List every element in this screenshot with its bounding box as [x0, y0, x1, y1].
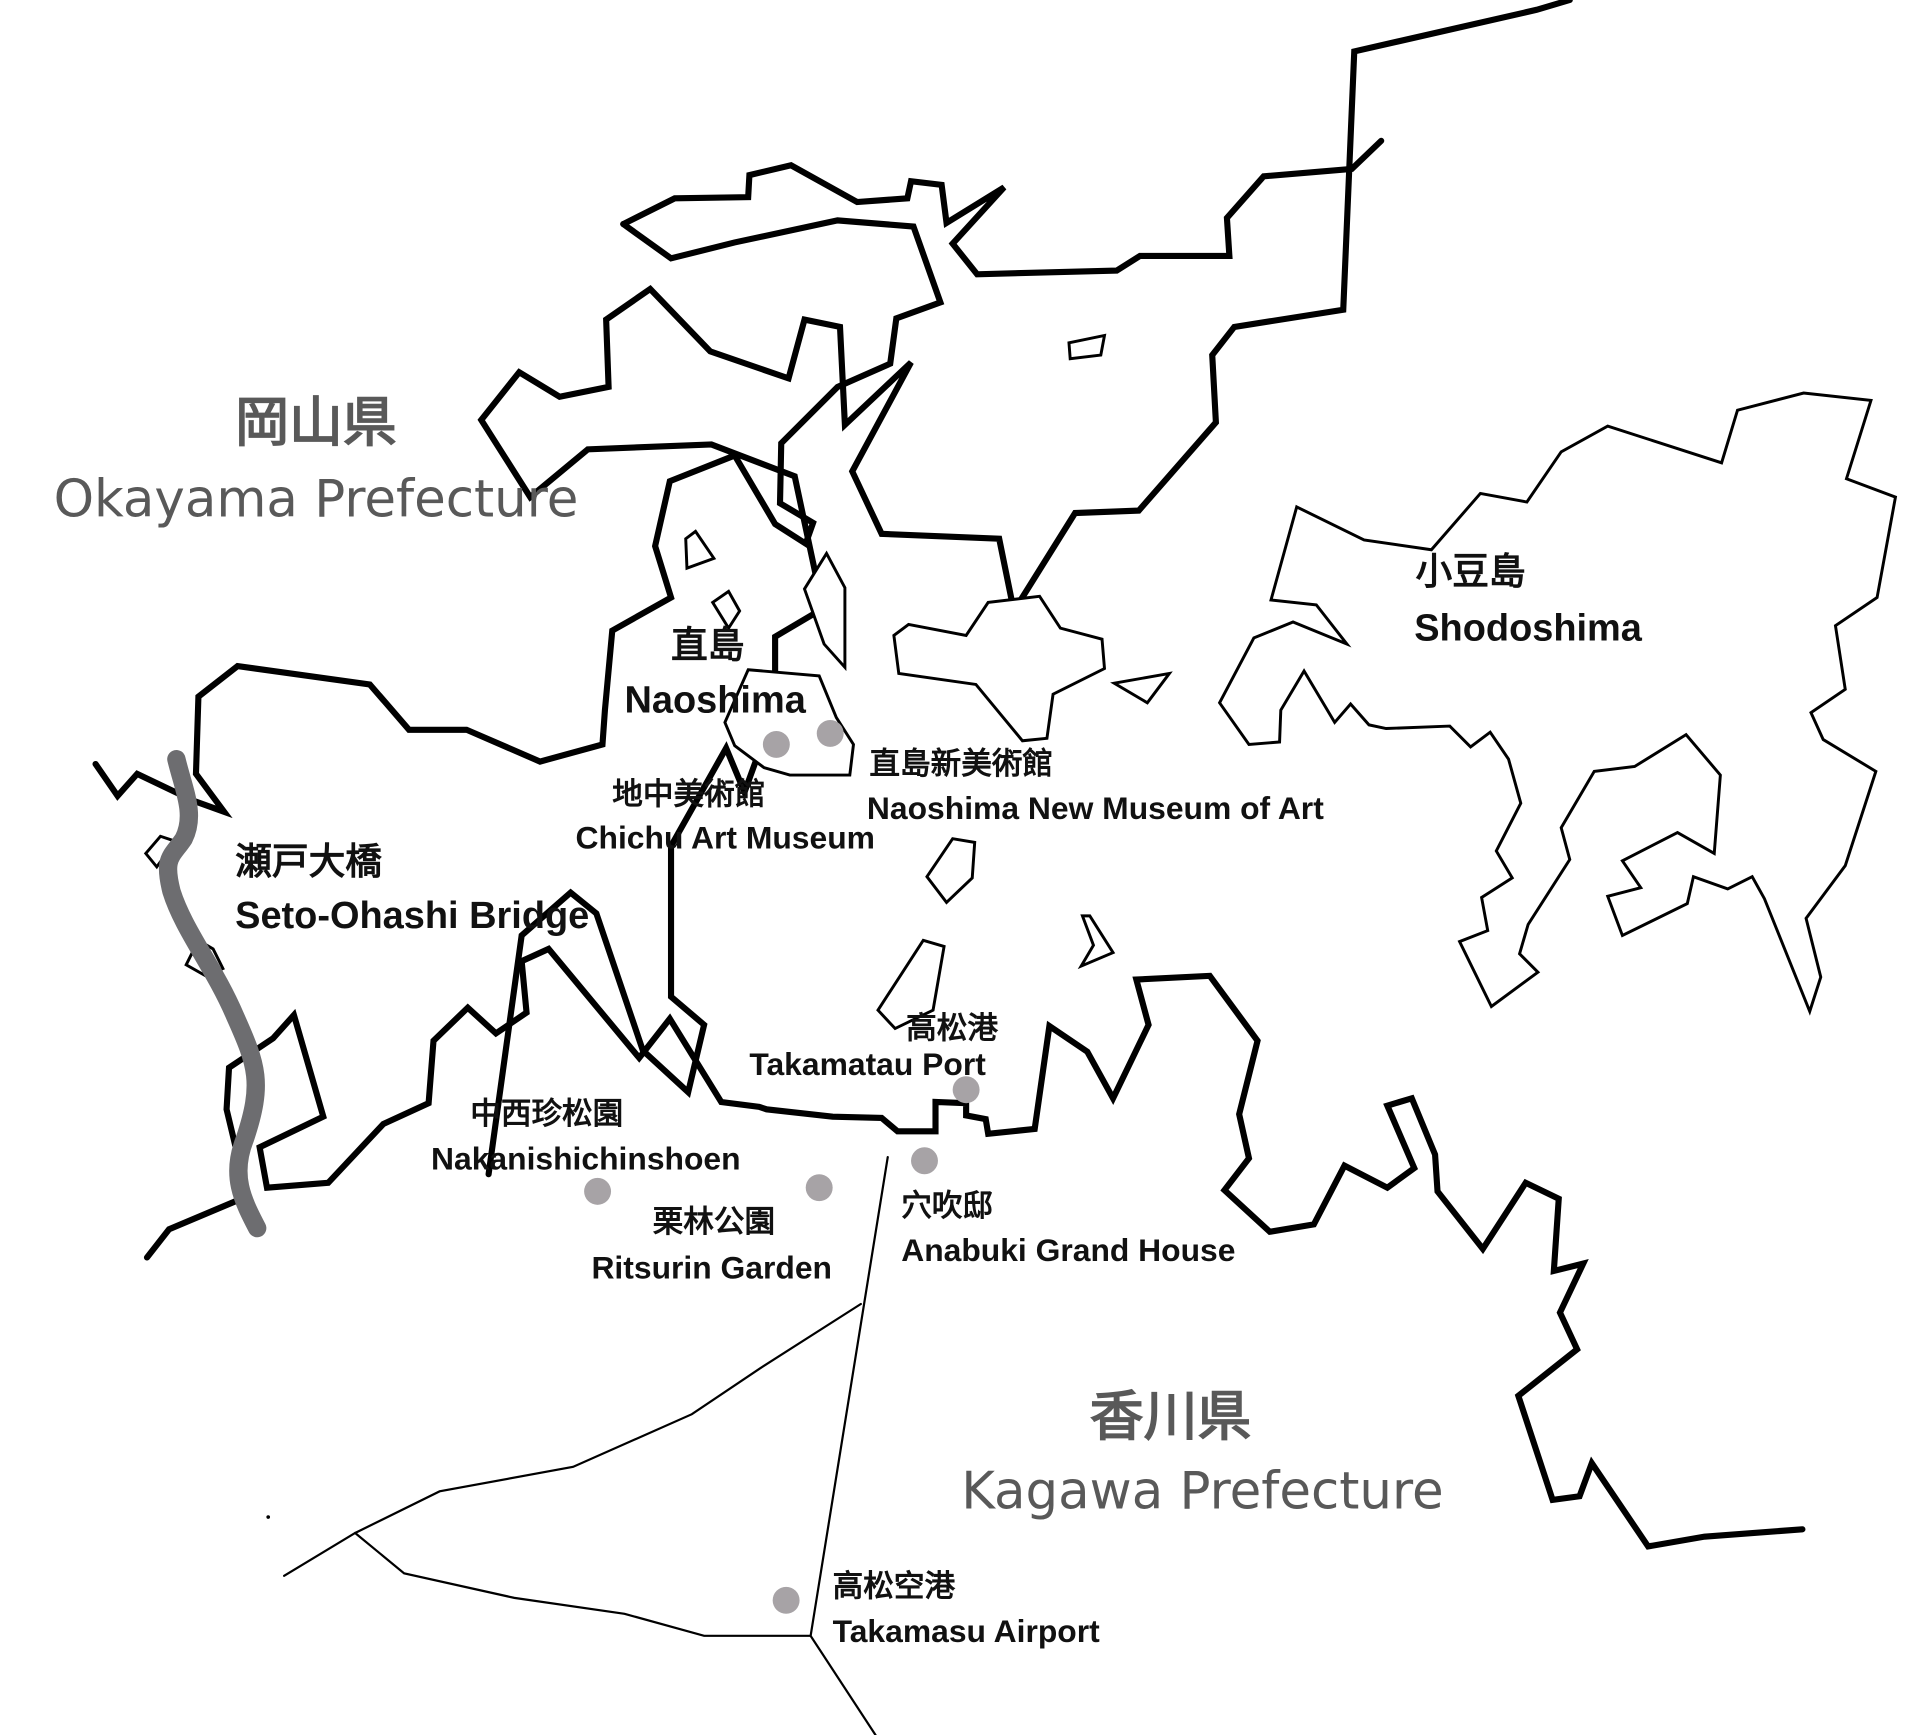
- small-island: [1110, 671, 1173, 705]
- okayama-label-en: Okayama Prefecture: [54, 470, 579, 530]
- poi-marker-anabuki[interactable]: [911, 1147, 938, 1175]
- naoshima-new-label-en: Naoshima New Museum of Art: [867, 790, 1324, 826]
- ritsurin-label-jp: 栗林公園: [653, 1205, 775, 1240]
- small-island: [684, 529, 717, 571]
- small-island: [925, 837, 977, 905]
- seto-ohashi-label-en: Seto-Ohashi Bridge: [235, 895, 589, 937]
- naoshima-island: [723, 668, 855, 777]
- poi-marker-naoshima-new[interactable]: [816, 719, 844, 747]
- nakanishi-label-en: Nakanishichinshoen: [431, 1140, 741, 1176]
- chichu-label-en: Chichu Art Museum: [576, 820, 875, 856]
- kagawa-label-en: Kagawa Prefecture: [961, 1461, 1443, 1521]
- road-south-loop: [354, 1531, 812, 1637]
- small-island: [710, 589, 742, 631]
- poi-marker-ritsurin[interactable]: [805, 1174, 833, 1202]
- dot-mark: [266, 1515, 271, 1519]
- naoshima-label-en: Naoshima: [625, 680, 807, 722]
- seto-ohashi-label-jp: 瀬戸大橋: [235, 840, 382, 883]
- small-island: [892, 594, 1107, 743]
- kagawa-label-jp: 香川県: [1090, 1385, 1252, 1448]
- takamatsu-port-label-jp: 高松港: [906, 1011, 998, 1046]
- small-island: [1067, 333, 1107, 361]
- takamatsu-port-label-en: Takamatau Port: [749, 1046, 986, 1082]
- okayama-coastline: [477, 0, 1573, 1178]
- shodoshima-label-jp: 小豆島: [1415, 550, 1525, 593]
- poi-marker-chichu[interactable]: [762, 730, 790, 758]
- nakanishi-label-jp: 中西珍松園: [470, 1097, 623, 1132]
- kagawa-coastline: [143, 945, 1806, 1550]
- poi-marker-nakanishi[interactable]: [584, 1177, 612, 1205]
- road-west: [283, 1302, 862, 1577]
- airport-label-jp: 高松空港: [833, 1570, 956, 1605]
- small-island: [876, 938, 946, 1031]
- airport-label-en: Takamasu Airport: [833, 1613, 1100, 1649]
- ritsurin-label-en: Ritsurin Garden: [591, 1249, 832, 1285]
- anabuki-label-jp: 穴吹邸: [901, 1189, 993, 1224]
- naoshima-new-label-jp: 直島新美術館: [869, 746, 1053, 782]
- shodoshima-label-en: Shodoshima: [1414, 607, 1643, 649]
- anabuki-label-en: Anabuki Grand House: [901, 1232, 1235, 1268]
- small-island: [1077, 914, 1116, 970]
- okayama-inner-coastline: [620, 137, 1385, 278]
- okayama-coast-mid: [92, 217, 945, 819]
- naoshima-label-jp: 直島: [671, 624, 744, 667]
- poi-marker-takamatsu-port[interactable]: [952, 1076, 980, 1104]
- okayama-label-jp: 岡山県: [235, 391, 397, 454]
- seto-ohashi-bridge: [158, 749, 267, 1238]
- shodoshima-island: [1217, 391, 1898, 1016]
- chichu-label-jp: 地中美術館: [612, 776, 765, 812]
- poi-marker-airport[interactable]: [772, 1586, 800, 1614]
- small-island: [802, 550, 847, 672]
